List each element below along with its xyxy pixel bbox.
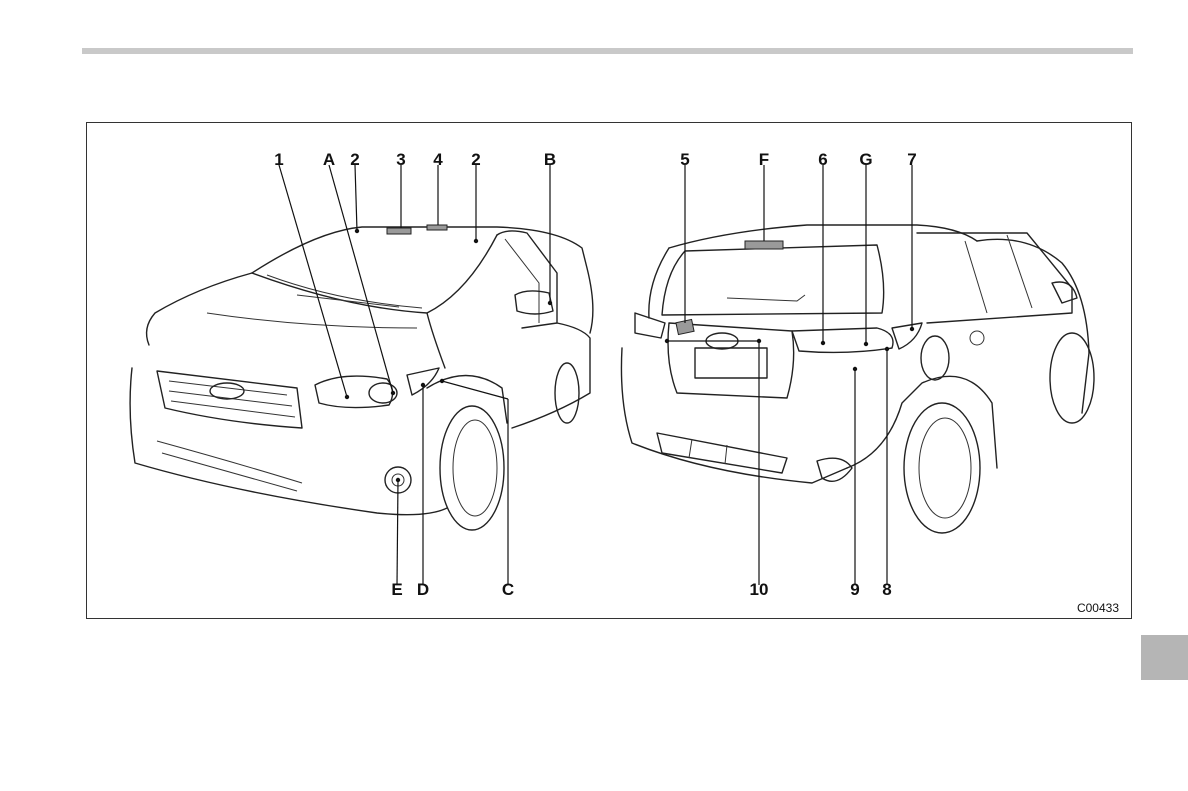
section-thumb-tab (1141, 635, 1188, 680)
callout-G: G (859, 150, 872, 169)
callout-3: 3 (396, 150, 405, 169)
callout-2-left: 2 (350, 150, 359, 169)
callout-D: D (417, 580, 429, 599)
header-rule (82, 48, 1133, 54)
callout-1: 1 (274, 150, 283, 169)
callout-F: F (759, 150, 769, 169)
callout-7: 7 (907, 150, 916, 169)
callout-A: A (323, 150, 335, 169)
callout-6: 6 (818, 150, 827, 169)
callout-9: 9 (850, 580, 859, 599)
callout-8: 8 (882, 580, 891, 599)
callout-10: 10 (750, 580, 769, 599)
label-patch-3 (387, 228, 411, 234)
figure-code: C00433 (1077, 601, 1119, 615)
label-patch-F (745, 241, 783, 249)
label-patch-4 (427, 225, 447, 230)
callout-B: B (544, 150, 556, 169)
rear-view-car (621, 225, 1094, 533)
callout-E: E (391, 580, 402, 599)
callout-2-right: 2 (471, 150, 480, 169)
callout-C: C (502, 580, 514, 599)
vehicle-label-location-figure: 1 A 2 3 4 2 B 5 F 6 G 7 E D C 10 9 8 C00… (86, 122, 1132, 619)
front-view-car (130, 225, 593, 530)
vehicle-illustration: 1 A 2 3 4 2 B 5 F 6 G 7 E D C 10 9 8 C00… (87, 123, 1133, 620)
leader-lines (279, 165, 914, 585)
callout-5: 5 (680, 150, 689, 169)
callout-4: 4 (433, 150, 443, 169)
